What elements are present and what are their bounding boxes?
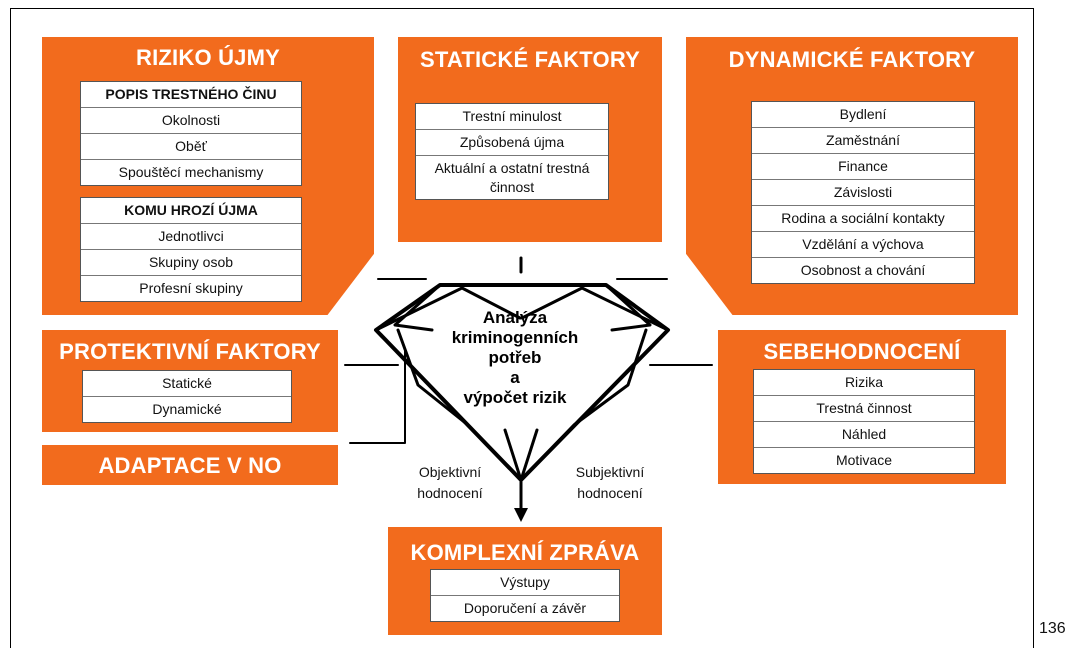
table-row: Způsobená újma (416, 129, 608, 155)
table-row: Doporučení a závěr (431, 595, 619, 621)
staticke-faktory-title: STATICKÉ FAKTORY (420, 47, 640, 72)
table-row: Statické (162, 375, 212, 391)
table-row: Motivace (754, 447, 974, 473)
table-row: Profesní skupiny (81, 275, 301, 301)
komplexni-zprava-box: KOMPLEXNÍ ZPRÁVA Výstupy Doporučení a zá… (388, 527, 662, 635)
table-row: Aktuální a ostatní trestná činnost (416, 155, 608, 199)
protektivni-faktory-title: PROTEKTIVNÍ FAKTORY (59, 339, 321, 364)
protektivni-faktory-table: Statické Dynamické (82, 370, 292, 423)
table-row: Vzdělání a výchova (752, 231, 974, 257)
riziko-ujmy-title: RIZIKO ÚJMY (136, 45, 280, 70)
table-row: Jednotlivci (81, 223, 301, 249)
label-line: Subjektivní (575, 464, 645, 480)
sebehodnoceni-title: SEBEHODNOCENÍ (763, 339, 961, 364)
komplexni-zprava-table: Výstupy Doporučení a závěr (430, 569, 620, 622)
table-row: Rodina a sociální kontakty (752, 205, 974, 231)
label-line: Objektivní (418, 464, 482, 480)
staticke-faktory-box: STATICKÉ FAKTORY Trestní minulost Způsob… (398, 37, 662, 242)
table-row: Výstupy (500, 574, 550, 590)
center-label: Analýza kriminogenních potřeb a výpočet … (440, 308, 590, 408)
table-row: KOMU HROZÍ ÚJMA (124, 202, 258, 218)
center-line: výpočet rizik (463, 388, 567, 407)
table-row: Dynamické (83, 396, 291, 422)
table-row: Oběť (81, 133, 301, 159)
dynamicke-faktory-table: Bydlení Zaměstnání Finance Závislosti Ro… (751, 101, 975, 284)
table-row: Závislosti (752, 179, 974, 205)
center-line: Analýza (482, 308, 548, 327)
sebehodnoceni-table: Rizika Trestná činnost Náhled Motivace (753, 369, 975, 474)
table-row: Trestní minulost (462, 108, 562, 124)
sebehodnoceni-box: SEBEHODNOCENÍ Rizika Trestná činnost Náh… (718, 330, 1006, 484)
komplexni-zprava-title: KOMPLEXNÍ ZPRÁVA (410, 540, 640, 565)
staticke-faktory-table: Trestní minulost Způsobená újma Aktuální… (415, 103, 609, 200)
objektivni-hodnoceni-label: Objektivní hodnocení (405, 462, 495, 504)
label-line: hodnocení (577, 485, 643, 501)
diagram-frame (10, 8, 1034, 648)
table-row: Trestná činnost (754, 395, 974, 421)
adaptace-v-no-title: ADAPTACE V NO (98, 453, 282, 478)
adaptace-v-no-box: ADAPTACE V NO (42, 445, 338, 485)
table-row: Náhled (754, 421, 974, 447)
page-number: 136 (1039, 620, 1066, 637)
dynamicke-faktory-title: DYNAMICKÉ FAKTORY (728, 47, 976, 72)
popis-trestneho-cinu-table: POPIS TRESTNÉHO ČINU Okolnosti Oběť Spou… (80, 81, 302, 186)
riziko-ujmy-box: RIZIKO ÚJMY POPIS TRESTNÉHO ČINU Okolnos… (42, 37, 374, 315)
subjektivni-hodnoceni-label: Subjektivní hodnocení (560, 462, 660, 504)
table-row: POPIS TRESTNÉHO ČINU (105, 86, 277, 102)
komu-hrozi-ujma-table: KOMU HROZÍ ÚJMA Jednotlivci Skupiny osob… (80, 197, 302, 302)
protektivni-faktory-box: PROTEKTIVNÍ FAKTORY Statické Dynamické (42, 330, 338, 432)
table-row: Skupiny osob (81, 249, 301, 275)
dynamicke-faktory-box: DYNAMICKÉ FAKTORY Bydlení Zaměstnání Fin… (686, 37, 1018, 315)
center-line: a (510, 368, 520, 387)
center-line: kriminogenních (451, 328, 579, 347)
table-row: Zaměstnání (752, 127, 974, 153)
table-row: Osobnost a chování (752, 257, 974, 283)
table-row: Rizika (844, 374, 884, 390)
table-row: Bydlení (839, 106, 887, 122)
table-row: Okolnosti (81, 107, 301, 133)
table-row: Finance (752, 153, 974, 179)
center-line: potřeb (488, 348, 542, 367)
table-row: Spouštěcí mechanismy (81, 159, 301, 185)
label-line: hodnocení (417, 485, 483, 501)
